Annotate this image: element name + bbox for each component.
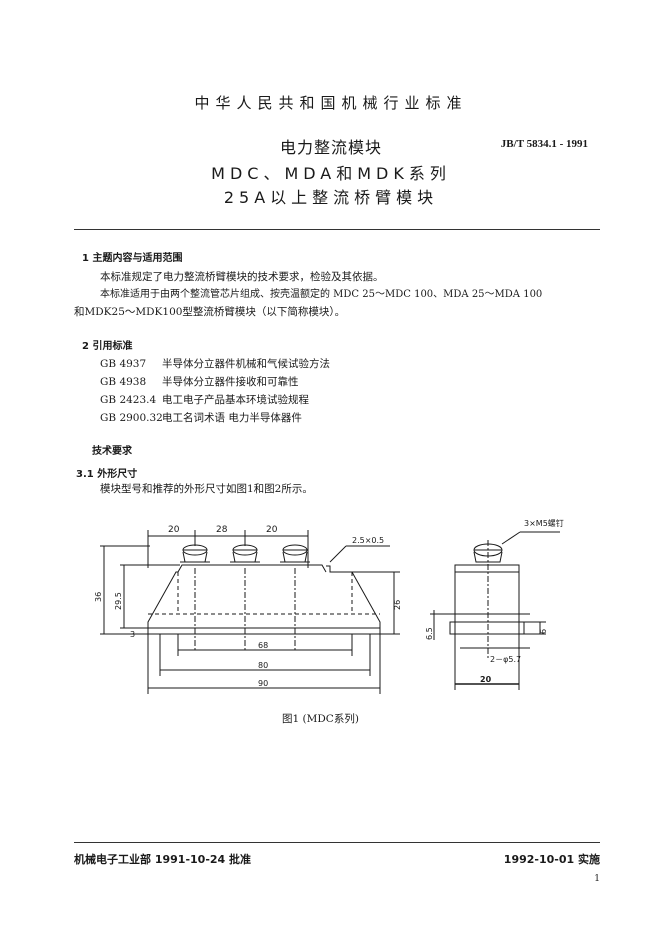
section-3-heading: 技术要求 [92,446,132,457]
effective-date: 1992-10-01 实施 [503,853,600,866]
section-1-para-1: 本标准规定了电力整流桥臂模块的技术要求，检验及其依据。 [100,271,384,283]
dim-label-side-width: 20 [480,675,492,684]
reference-code: GB 4938 [100,376,147,388]
dim-label-width-90: 90 [258,679,268,688]
figure-caption: 图1 (MDC系列) [282,713,359,725]
section-1-heading: 1 主题内容与适用范围 [82,253,183,264]
section-2-heading: 2 引用标准 [82,341,133,352]
reference-title: 电工电子产品基本环境试验规程 [162,394,309,406]
reference-code: GB 2423.4 [100,394,157,406]
dim-label-chamfer: 2.5×0.5 [352,536,384,545]
terminal-screw-right [280,544,310,563]
chamfer-leader [329,545,347,563]
base-plate [147,627,381,635]
header-divider [74,229,600,230]
reference-code: GB 4937 [100,358,147,370]
dim-label-screws: 3×M5螺钉 [524,518,564,528]
dim-label-side-6: 6 [539,629,548,634]
module-outline-drawing: 20 28 20 2.5×0.5 3×M5螺钉 36 29.5 26 3 68 … [94,518,564,694]
reference-item: GB 4937 半导体分立器件机械和气候试验方法 [100,357,330,371]
dim-label-top-3: 20 [266,525,278,535]
section-1-para-2: 本标准适用于由两个整流管芯片组成、按壳温额定的 MDC 25～MDC 100、M… [100,289,543,300]
body-outline [147,565,381,635]
section-1-para-2-cont: 和MDK25～MDK100型整流桥臂模块（以下简称模块）。 [74,306,346,318]
section-3-1-para: 模块型号和推荐的外形尺寸如图1和图2所示。 [100,483,313,495]
section-3-1-heading: 3.1 外形尺寸 [76,469,138,480]
side-view [430,531,560,690]
reference-item: GB 2423.4 电工电子产品基本环境试验规程 [100,393,309,407]
dim-label-top-1: 20 [168,525,180,535]
reference-title: 电工名词术语 电力半导体器件 [162,412,302,424]
reference-code: GB 2900.32 [100,412,163,424]
document-title: 电力整流模块 [279,138,382,157]
dim-label-side-6-5: 6.5 [425,627,434,640]
dim-label-height-29-5: 29.5 [114,592,123,610]
standard-number: JB/T 5834.1 - 1991 [500,138,588,150]
terminal-screw-left [180,544,210,563]
reference-title: 半导体分立器件机械和气候试验方法 [162,358,330,370]
page-number: 1 [594,874,600,884]
dim-label-base-3: 3 [130,630,135,639]
dim-label-width-80: 80 [258,661,268,670]
reference-title: 半导体分立器件接收和可靠性 [162,376,299,388]
dim-label-height-26: 26 [393,600,402,610]
reference-item: GB 4938 半导体分立器件接收和可靠性 [100,375,299,389]
body-top [177,564,327,573]
dim-label-hole: 2－φ5.7 [490,655,521,664]
standard-category: 中华人民共和国机械行业标准 [194,94,468,112]
document-subtitle-module: 25A以上整流桥臂模块 [223,188,439,207]
dim-label-height-36: 36 [94,592,103,602]
terminal-screw-middle [230,544,260,563]
reference-item: GB 2900.32电工名词术语 电力半导体器件 [100,411,302,425]
document-subtitle-series: MDC、MDA和MDK系列 [211,164,451,183]
approval-info: 机械电子工业部 1991-10-24 批准 [74,853,252,866]
footer-divider [74,842,600,843]
dim-label-top-2: 28 [216,525,228,535]
dim-label-width-68: 68 [258,641,268,650]
